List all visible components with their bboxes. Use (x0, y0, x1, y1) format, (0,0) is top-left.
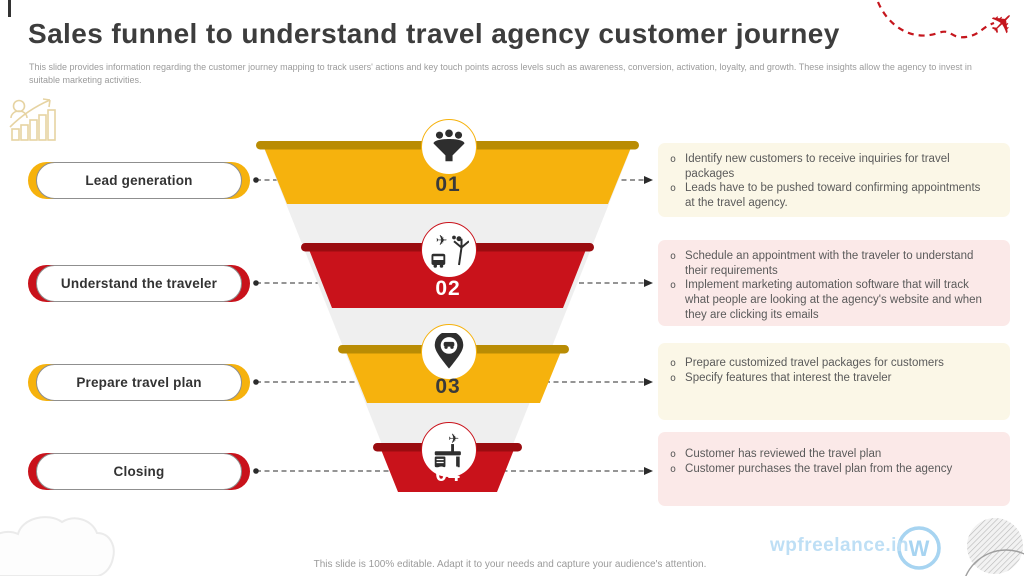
watermark-logo-icon: W (897, 526, 941, 570)
level-badge-2: ✈ (421, 222, 477, 278)
level-number-2: 02 (435, 277, 461, 300)
stage-label: Lead generation (36, 162, 242, 199)
ring-circle-decoration (965, 549, 1024, 576)
bullet-marker: o (670, 358, 677, 369)
editable-note: This slide is 100% editable. Adapt it to… (313, 559, 707, 570)
bullet-marker: o (670, 464, 677, 475)
corner-mark (8, 0, 11, 17)
funnel-band-lips (256, 141, 639, 452)
level-badge-3 (421, 324, 477, 380)
location-pin-icon (434, 333, 464, 369)
growth-chart-icon (9, 98, 56, 141)
level-badge-1 (421, 119, 477, 175)
level-number-1: 01 (435, 173, 461, 196)
hatched-circle-decoration (967, 518, 1023, 574)
watermark-text: wpfreelance.in (770, 535, 909, 556)
bullet-marker: o (670, 183, 677, 195)
connector-endpoints (253, 176, 653, 475)
bullet-marker: o (670, 373, 677, 384)
bullet-marker: o (670, 280, 677, 292)
svg-text:W: W (909, 536, 930, 561)
stage-label: Closing (36, 453, 242, 490)
stage-label: Understand the traveler (36, 265, 242, 302)
travel-scene-icon: ✈ (431, 233, 469, 268)
level-number-4: 04 (435, 463, 461, 486)
svg-text:✈: ✈ (436, 233, 448, 248)
stage-label: Prepare travel plan (36, 364, 242, 401)
lead-funnel-icon (433, 129, 465, 162)
stage-pill-prepare-travel-plan: Prepare travel plan (28, 364, 250, 401)
bullet-marker: o (670, 154, 677, 165)
cloud-decoration (0, 516, 115, 576)
level-badge-4: ✈ (421, 422, 477, 478)
page-title: Sales funnel to understand travel agency… (28, 18, 840, 49)
page-subtitle: This slide provides information regardin… (29, 62, 972, 85)
ticket-counter-icon: ✈ (434, 431, 461, 468)
svg-text:✈: ✈ (448, 431, 459, 446)
stage-pill-understand-traveler: Understand the traveler (28, 265, 250, 302)
stage-pill-lead-generation: Lead generation (28, 162, 250, 199)
level-number-3: 03 (435, 375, 461, 398)
bullet-marker: o (670, 251, 677, 262)
plane-icon: ✈ (982, 3, 1023, 44)
stage-pill-closing: Closing (28, 453, 250, 490)
bullet-marker: o (670, 449, 677, 460)
